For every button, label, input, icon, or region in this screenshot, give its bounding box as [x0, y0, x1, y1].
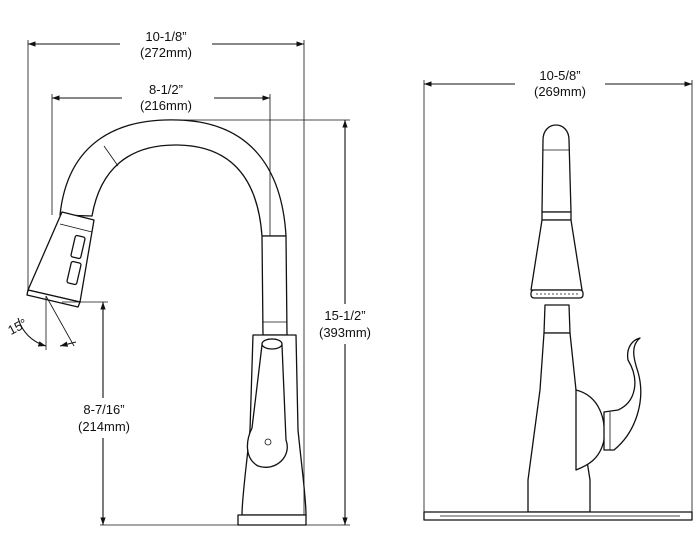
reach-metric: (216mm)	[140, 98, 192, 113]
side-view: 10-1/8” (272mm) 8-1/2” (216mm) 15-1/2” (…	[5, 24, 380, 526]
front-view: 10-5/8” (269mm)	[423, 64, 693, 521]
side-faucet-outline	[26, 119, 307, 526]
spout-clearance-imperial: 8-7/16”	[83, 402, 124, 417]
dim-overall-height: 15-1/2” (393mm)	[178, 119, 380, 526]
front-width-imperial: 10-5/8”	[539, 68, 580, 83]
spout-clearance-metric: (214mm)	[78, 419, 130, 434]
spray-angle-label: 15°	[5, 315, 29, 337]
dim-front-width: 10-5/8” (269mm)	[423, 64, 693, 512]
reach-imperial: 8-1/2”	[149, 82, 183, 97]
front-faucet-outline	[423, 124, 693, 521]
overall-height-imperial: 15-1/2”	[324, 308, 365, 323]
overall-height-metric: (393mm)	[319, 325, 371, 340]
dim-reach: 8-1/2” (216mm)	[51, 80, 271, 236]
dim-overall-width: 10-1/8” (272mm)	[27, 24, 305, 515]
front-width-metric: (269mm)	[534, 84, 586, 99]
dim-spout-clearance: 8-7/16” (214mm)	[62, 301, 240, 526]
overall-width-imperial: 10-1/8”	[145, 29, 186, 44]
overall-width-metric: (272mm)	[140, 45, 192, 60]
